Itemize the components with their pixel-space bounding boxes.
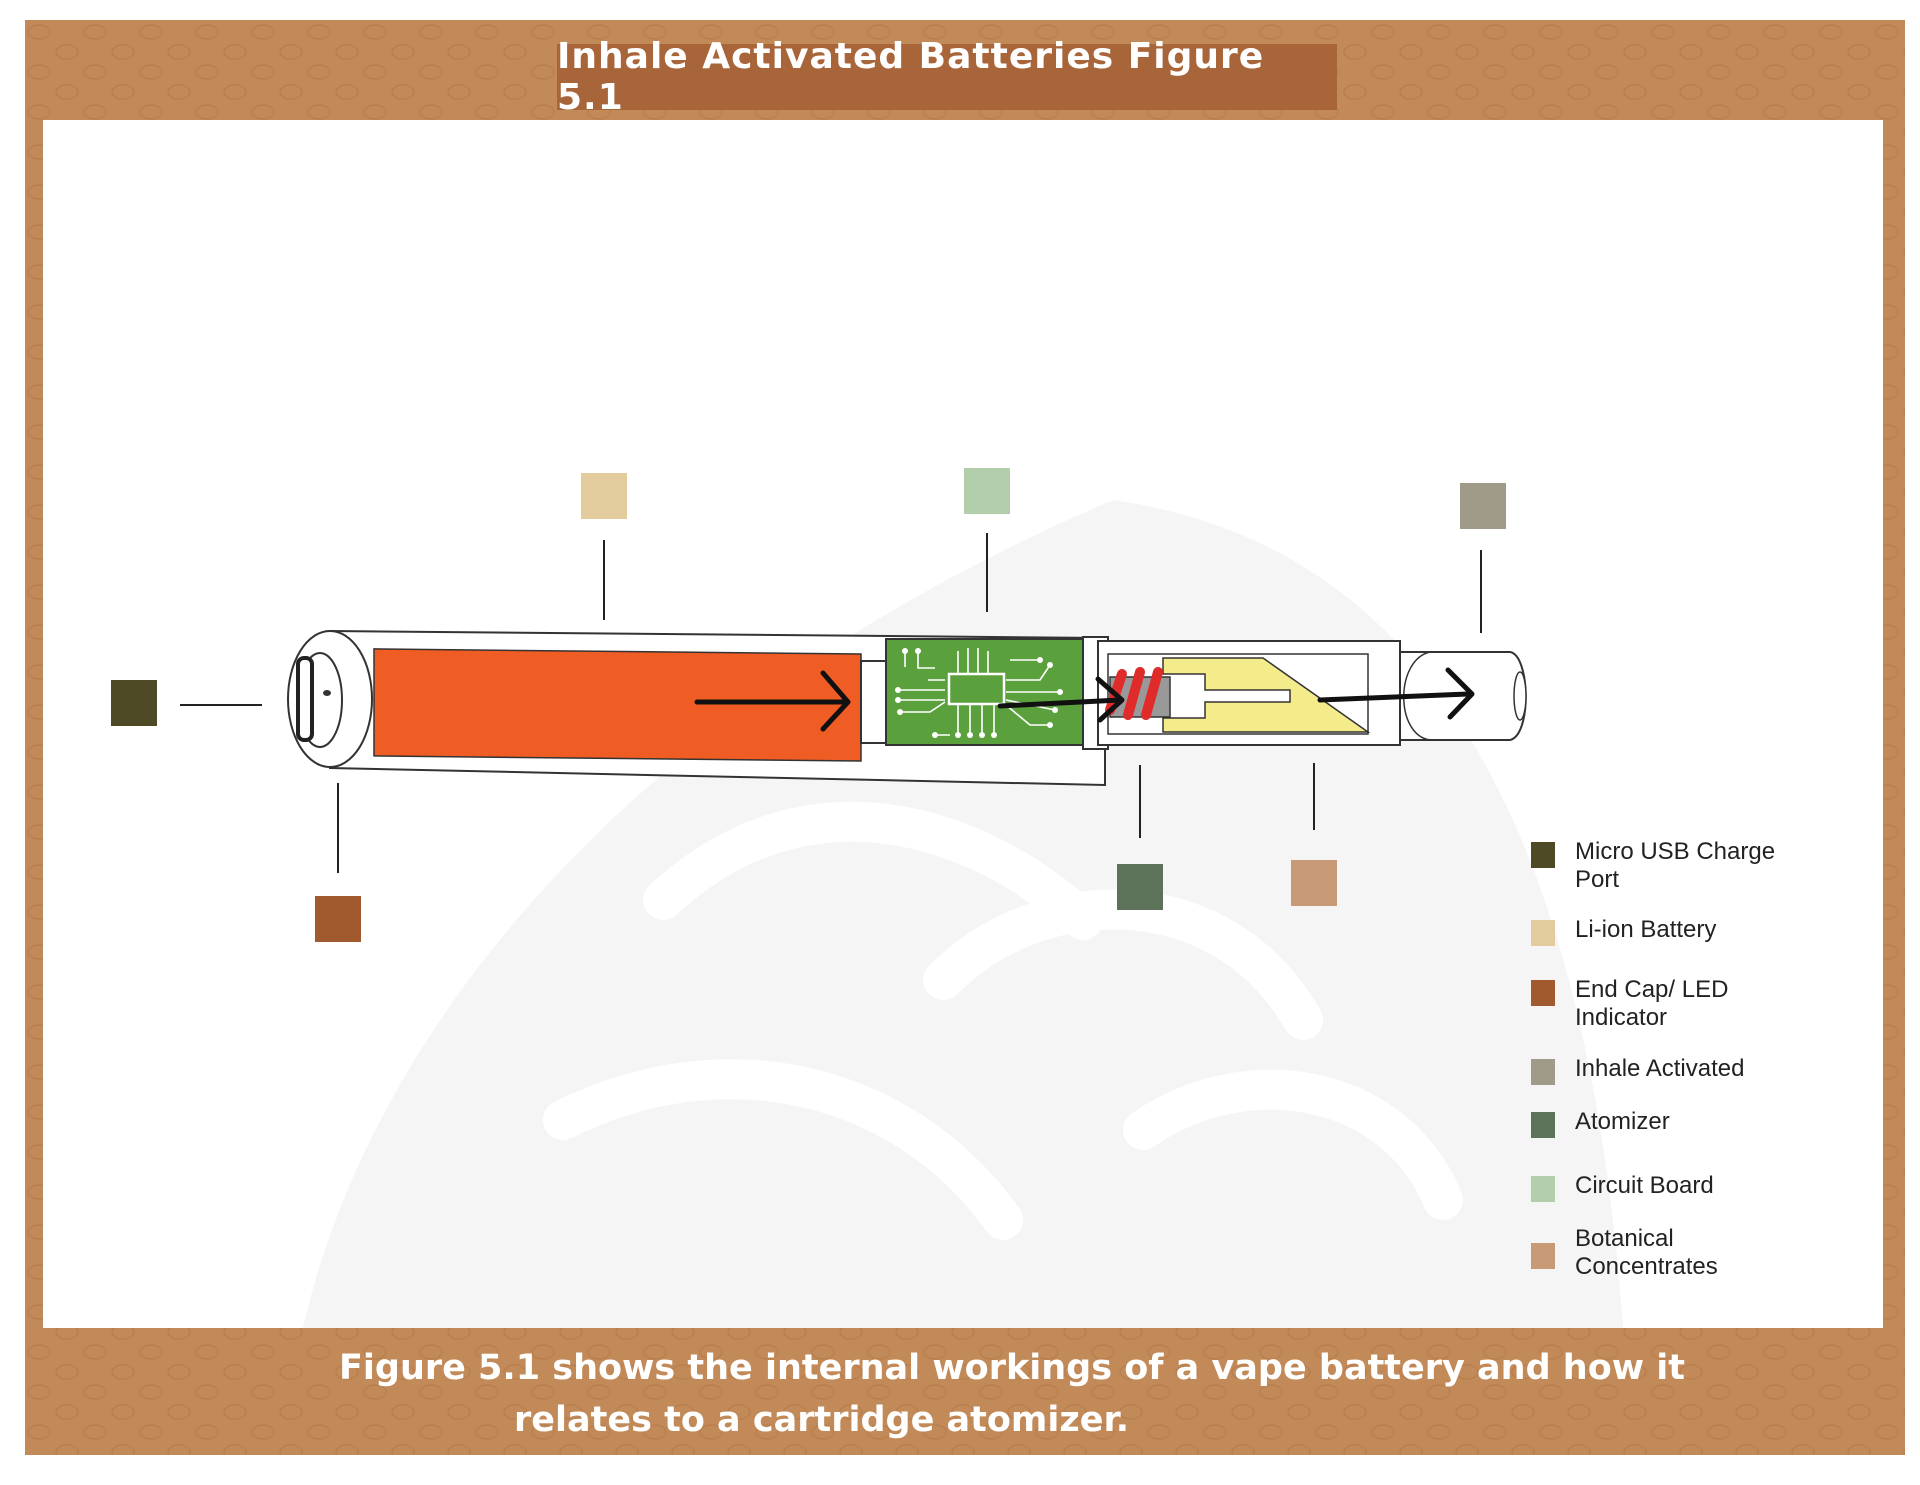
- callout-swatch-inhale: [1460, 483, 1506, 529]
- legend-item-battery: Li-ion Battery: [1531, 916, 1805, 946]
- legend-swatch: [1531, 842, 1555, 868]
- legend-swatch: [1531, 920, 1555, 946]
- legend-label: Li-ion Battery: [1575, 916, 1717, 943]
- caption-line-1: Figure 5.1 shows the internal workings o…: [339, 1348, 1686, 1388]
- legend-label: End Cap/ LED Indicator: [1575, 976, 1729, 1031]
- callout-swatch-circuit: [964, 468, 1010, 514]
- caption-line-2: relates to a cartridge atomizer.: [514, 1400, 1130, 1440]
- legend-label: Inhale Activated: [1575, 1055, 1745, 1082]
- botanical-concentrate: [1162, 657, 1371, 733]
- legend-swatch: [1531, 980, 1555, 1006]
- callout-swatch-battery: [581, 473, 627, 519]
- battery-connector: [860, 660, 887, 744]
- legend-label: Botanical Concentrates: [1575, 1225, 1718, 1280]
- legend-item-endcap: End Cap/ LED Indicator: [1531, 976, 1765, 1032]
- legend-swatch: [1531, 1112, 1555, 1138]
- legend-item-circuit: Circuit Board: [1531, 1172, 1805, 1202]
- li-ion-battery-cell: [373, 648, 862, 762]
- circuit-board: [885, 638, 1084, 746]
- legend-item-atomizer: Atomizer: [1531, 1108, 1805, 1138]
- legend-item-usb: Micro USB Charge Port: [1531, 838, 1805, 894]
- legend-label: Micro USB Charge Port: [1575, 838, 1776, 893]
- legend-swatch: [1531, 1243, 1555, 1269]
- callout-swatch-usb: [111, 680, 157, 726]
- legend-swatch: [1531, 1176, 1555, 1202]
- legend-swatch: [1531, 1059, 1555, 1085]
- callout-swatch-atomizer: [1117, 864, 1163, 910]
- callout-swatch-concentrate: [1291, 860, 1337, 906]
- legend-item-concentrate: Botanical Concentrates: [1531, 1225, 1745, 1281]
- legend-label: Circuit Board: [1575, 1172, 1714, 1199]
- figure-title: Inhale Activated Batteries Figure 5.1: [557, 36, 1265, 118]
- figure-caption: Figure 5.1 shows the internal workings o…: [25, 1338, 1905, 1455]
- airflow-arrow-mouthpiece: [1317, 667, 1475, 720]
- legend-label: Atomizer: [1575, 1108, 1670, 1135]
- airflow-arrows: [694, 667, 1475, 732]
- legend-item-inhale: Inhale Activated: [1531, 1055, 1805, 1085]
- micro-usb-port: [296, 656, 331, 742]
- callout-swatch-endcap: [315, 896, 361, 942]
- airflow-arrow-board: [997, 676, 1125, 723]
- title-banner: Inhale Activated Batteries Figure 5.1: [557, 36, 1337, 118]
- airflow-arrow-battery: [694, 670, 851, 732]
